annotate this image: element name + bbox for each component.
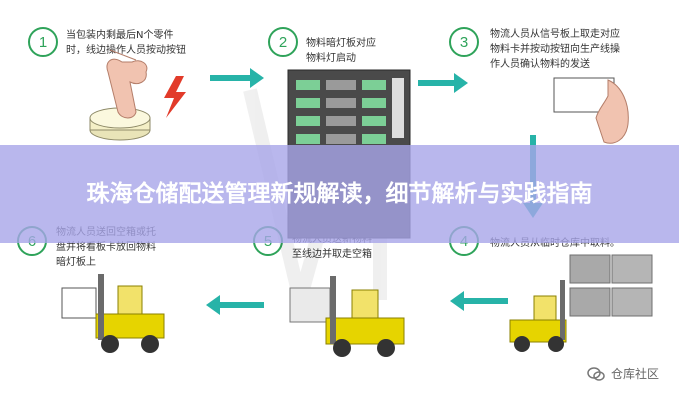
watermark-text: 仓库社区 — [610, 367, 659, 381]
warehouse-boxes-icon — [569, 254, 653, 317]
banner-title: 珠海仓储配送管理新规解读，细节解析与实践指南 — [86, 181, 593, 207]
lightning-icon — [164, 76, 186, 118]
wechat-icon — [587, 366, 605, 381]
step-3-number: 3 — [449, 27, 479, 57]
step-4-text: 物流人员从临时仓库中取料。 — [490, 238, 620, 249]
step-2-number: 2 — [268, 27, 298, 57]
step-1-number: 1 — [28, 27, 58, 57]
arrow-1-to-2 — [210, 68, 264, 88]
hand-pressing-button-icon — [89, 49, 151, 141]
forklift-icon-6 — [61, 274, 165, 353]
forklift-icon-5 — [289, 276, 405, 357]
step-3-text: 物流人员从信号板上取走对应 物料卡并按动按钮向生产线操 作人员确认物料的发送 — [490, 29, 620, 70]
arrow-2-to-3 — [418, 73, 468, 93]
step-1-text: 当包装内剩最后N个零件 时，线边操作人员按动按钮 — [66, 30, 186, 56]
step-2-text: 物料暗灯板对应 物料灯启动 — [306, 38, 376, 64]
arrow-4-to-5 — [450, 291, 508, 311]
title-banner: 珠海仓储配送管理新规解读，细节解析与实践指南 — [0, 145, 679, 243]
hand-holding-card-icon — [553, 77, 629, 144]
arrow-5-to-6 — [206, 295, 264, 315]
forklift-icon-4 — [509, 280, 567, 352]
source-watermark: 仓库社区 — [587, 365, 659, 382]
